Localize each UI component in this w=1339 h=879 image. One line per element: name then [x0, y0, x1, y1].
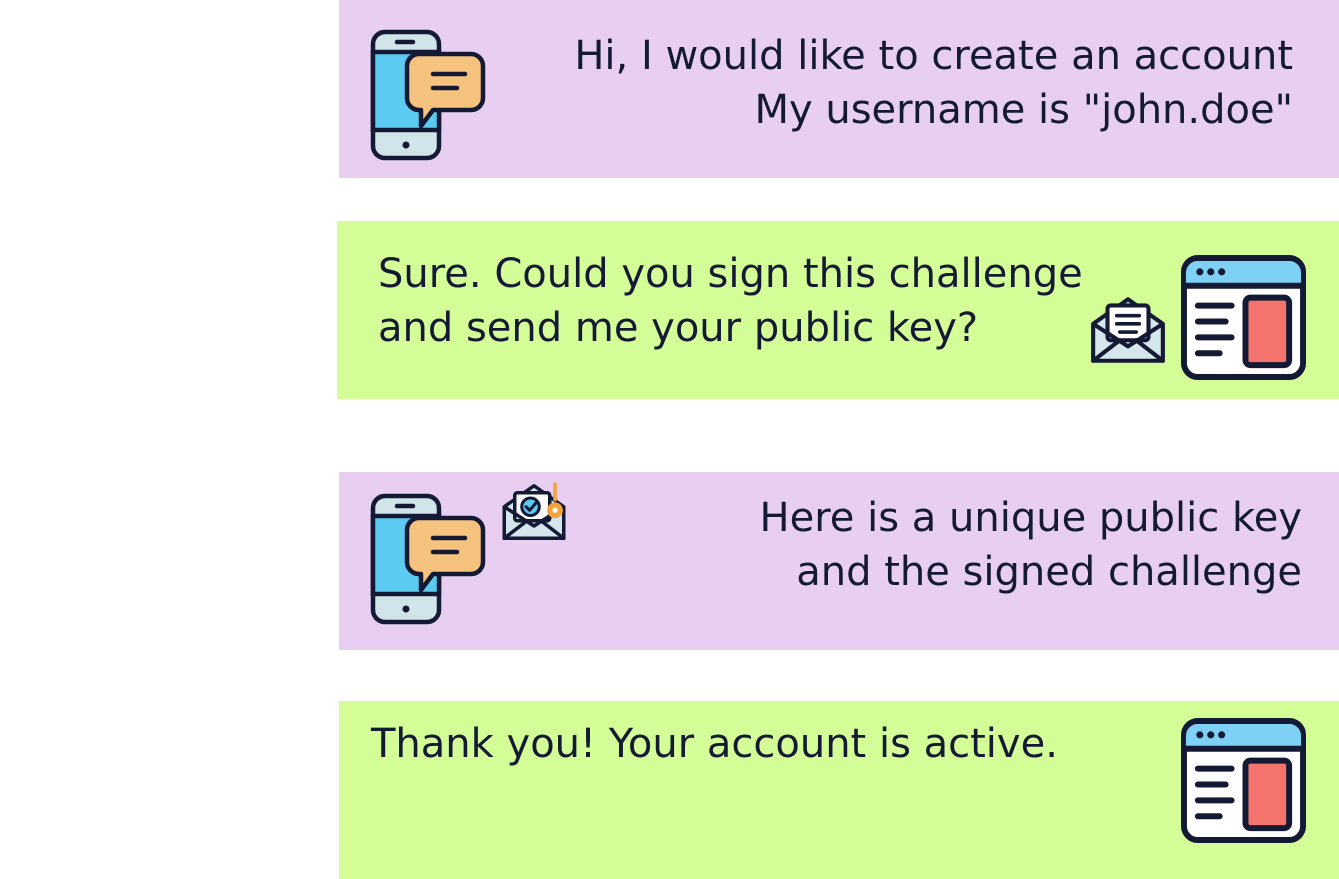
challenge-envelope-icon — [1087, 293, 1169, 367]
phone-chat-icon — [369, 492, 489, 627]
client-message-panel: Here is a unique public key and the sign… — [339, 472, 1339, 650]
signed-envelope-key-icon — [499, 476, 569, 548]
message-line: Here is a unique public key — [759, 495, 1302, 541]
client-message-panel: Hi, I would like to create an account My… — [339, 0, 1339, 178]
message-line: My username is "john.doe" — [754, 87, 1293, 133]
message-line: Thank you! Your account is active. — [371, 721, 1058, 767]
message-text: Here is a unique public key and the sign… — [760, 491, 1302, 599]
message-line: and send me your public key? — [378, 305, 979, 351]
message-text: Hi, I would like to create an account My… — [574, 29, 1293, 137]
message-line: and the signed challenge — [796, 549, 1302, 595]
message-line: Sure. Could you sign this challenge — [378, 251, 1083, 297]
phone-chat-icon — [369, 28, 489, 163]
server-message-panel: Sure. Could you sign this challenge and … — [337, 221, 1339, 399]
browser-window-icon — [1180, 717, 1307, 844]
message-text: Thank you! Your account is active. — [371, 717, 1058, 771]
server-message-panel: Thank you! Your account is active. — [339, 701, 1339, 879]
browser-window-icon — [1180, 254, 1307, 381]
message-line: Hi, I would like to create an account — [574, 33, 1293, 79]
message-text: Sure. Could you sign this challenge and … — [378, 247, 1083, 355]
